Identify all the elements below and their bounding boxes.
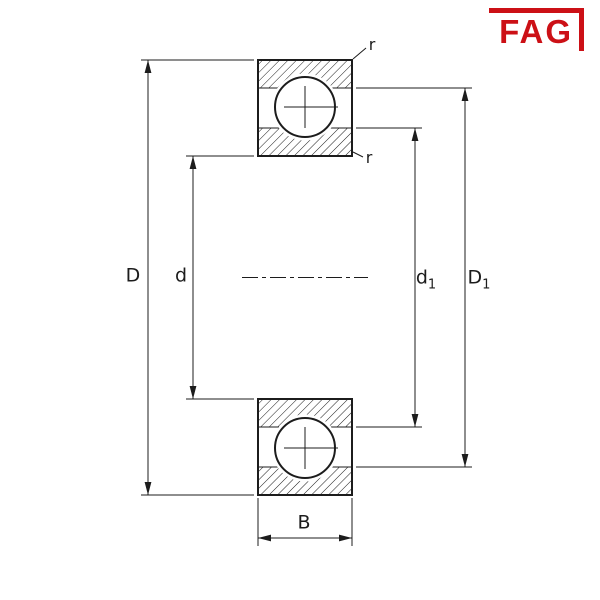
dimension-D xyxy=(141,59,254,496)
dimension-D1 xyxy=(356,87,472,468)
fag-logo: FAG xyxy=(489,8,584,51)
dim-label-d1: d1 xyxy=(415,266,437,293)
dim-label-D: D xyxy=(125,264,141,287)
dim-label-r-outer: r xyxy=(368,35,376,54)
bearing-section-bottom xyxy=(257,398,353,496)
dim-label-r-inner: r xyxy=(365,148,373,167)
dim-label-B: B xyxy=(297,511,311,534)
bearing-section-top xyxy=(257,59,353,157)
chamfer-leaders xyxy=(352,47,367,158)
dimension-d xyxy=(186,155,254,400)
dim-label-D1: D1 xyxy=(467,266,491,293)
section-outline-bottom xyxy=(257,398,353,496)
dim-label-d: d xyxy=(174,264,188,287)
dimension-d1 xyxy=(356,127,422,428)
dimension-B xyxy=(257,498,353,546)
section-outline-top xyxy=(257,59,353,157)
